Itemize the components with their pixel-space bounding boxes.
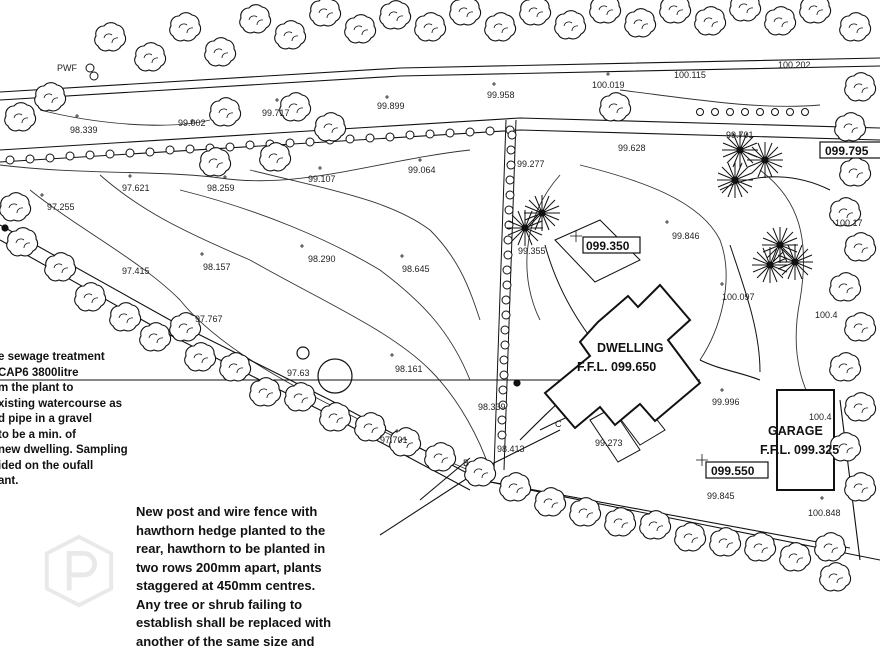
garage-footprint (776, 389, 835, 491)
garage-title: GARAGE (768, 424, 823, 438)
level-label: 97.621 (122, 183, 150, 193)
level-label: 99.628 (618, 143, 646, 153)
hedge-beads (5, 63, 809, 165)
level-label: 99.846 (672, 231, 700, 241)
level-label: 99.701 (726, 130, 754, 140)
dwelling-title: DWELLING (597, 341, 664, 355)
level-label: 99.064 (408, 165, 436, 175)
spot-levels: 98.339 99.002 99.717 99.899 99.958 100.0… (47, 60, 863, 518)
watermark-logo-icon (44, 534, 114, 608)
level-label: 98.339 (70, 125, 98, 135)
level-label: 99.107 (308, 174, 336, 184)
level-label: 99.355 (518, 246, 546, 256)
level-label: 100.4 (815, 310, 838, 320)
level-label: 99.845 (707, 491, 735, 501)
garage-ffl: F.F.L. 099.325 (760, 443, 839, 457)
fence-hedge-note: New post and wire fence with hawthorn he… (136, 504, 332, 649)
level-label: 99.996 (712, 397, 740, 407)
level-label: 99.717 (262, 108, 290, 118)
sewage-treatment-note: e sewage treatment CAP6 3800litre m the … (0, 351, 128, 487)
level-label: 98.259 (207, 183, 235, 193)
level-label: 100.848 (808, 508, 841, 518)
level-label: 99.002 (178, 118, 206, 128)
level-label: 97.255 (47, 202, 75, 212)
level-label: 98.161 (395, 364, 423, 374)
level-label: 100.202 (778, 60, 811, 70)
finished-level-boxes: 099.350 099.550 099.795 (582, 141, 880, 479)
level-label: 97.415 (122, 266, 150, 276)
level-label: 99.899 (377, 101, 405, 111)
level-label: 98.339 (478, 402, 506, 412)
section-marker-b: B (463, 458, 469, 468)
pwf-label: PWF (57, 63, 77, 73)
level-label: 99.277 (517, 159, 545, 169)
level-label: 100.4 (809, 412, 832, 422)
level-label: 98.413 (497, 444, 525, 454)
level-label: 100.17 (835, 218, 863, 228)
dwelling-ffl: F.F.L. 099.650 (577, 360, 656, 374)
level-label: 98.290 (308, 254, 336, 264)
finished-level-box: 099.795 (825, 144, 869, 158)
level-label: 99.958 (487, 90, 515, 100)
level-label: 97.701 (380, 435, 408, 445)
level-label: 100.019 (592, 80, 625, 90)
level-label: 99.273 (595, 438, 623, 448)
level-label: 98.645 (402, 264, 430, 274)
level-label: 97.63 (287, 368, 310, 378)
dwelling-footprint (543, 283, 702, 430)
finished-level-box: 099.350 (586, 239, 630, 253)
level-label: 100.097 (722, 292, 755, 302)
finished-level-box: 099.550 (711, 464, 755, 478)
level-markers (40, 72, 824, 500)
conifer-shrubs (506, 131, 814, 284)
level-label: 97.767 (195, 314, 223, 324)
septic-tank (1, 224, 521, 394)
section-marker-c: C (555, 419, 562, 429)
level-label: 98.157 (203, 262, 231, 272)
level-label: 100.115 (674, 70, 706, 80)
vertical-hedge (493, 119, 517, 471)
